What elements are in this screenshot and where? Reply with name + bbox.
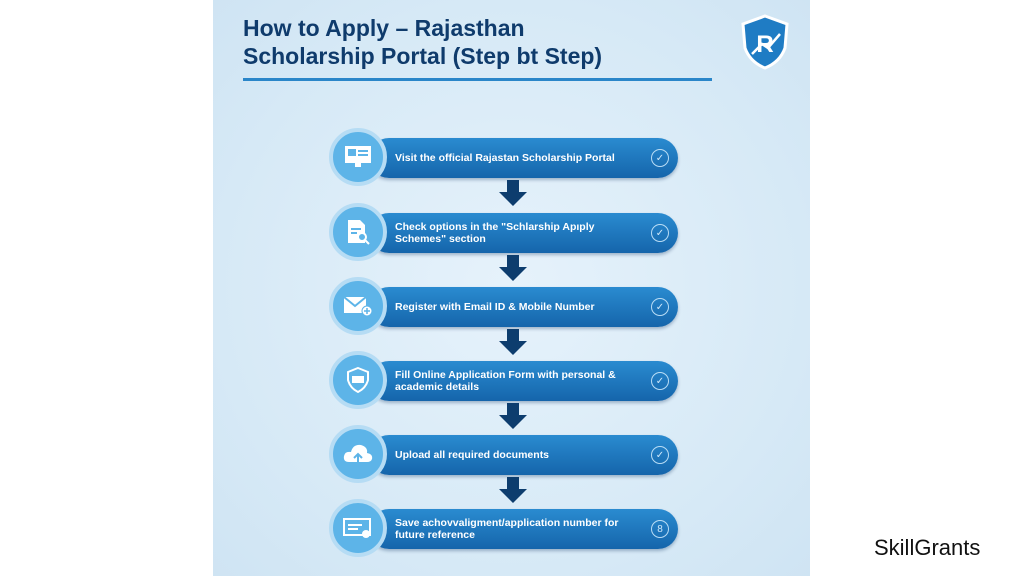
step-4: Fill Online Application Form with person… — [329, 351, 679, 409]
step-bar — [369, 213, 678, 253]
check-icon: ✓ — [651, 298, 669, 316]
infographic: How to Apply – Rajasthan Scholarship Por… — [213, 0, 810, 576]
step-text: Fill Online Application Form with person… — [395, 369, 616, 393]
step-bar — [369, 138, 678, 178]
email-add-icon — [329, 277, 387, 335]
step-2: Check options in the "Schlarship Apıply … — [329, 203, 679, 261]
shield-form-icon — [329, 351, 387, 409]
step-1: Visit the official Rajastan Scholarship … — [329, 128, 679, 186]
arrow-down-icon — [499, 329, 527, 355]
title-line-1: How to Apply – Rajasthan — [243, 15, 525, 41]
title-underline — [243, 78, 712, 81]
shield-logo-icon: R — [741, 14, 789, 70]
brand-watermark: SkillGrants — [874, 535, 981, 560]
page-title: How to Apply – Rajasthan Scholarship Por… — [243, 14, 602, 70]
check-icon: ✓ — [651, 372, 669, 390]
arrow-down-icon — [499, 477, 527, 503]
check-icon: ✓ — [651, 446, 669, 464]
arrow-down-icon — [499, 255, 527, 281]
arrow-down-icon — [499, 403, 527, 429]
step-text: Check options in the "Schlarship Apıply … — [395, 221, 595, 245]
certificate-icon — [329, 499, 387, 557]
title-line-2: Scholarship Portal (Step bt Step) — [243, 43, 603, 69]
step-number-badge: 8 — [651, 520, 669, 538]
step-5: Upload all required documents ✓ — [329, 425, 679, 483]
step-text: Save achovvaligment/application number f… — [395, 517, 619, 541]
cloud-upload-icon — [329, 425, 387, 483]
step-text: Register with Email ID & Mobile Number — [395, 301, 595, 313]
step-text: Visit the official Rajastan Scholarship … — [395, 152, 615, 164]
step-6: Save achovvaligment/application number f… — [329, 499, 679, 557]
check-icon: ✓ — [651, 149, 669, 167]
step-text: Upload all required documents — [395, 449, 550, 461]
monitor-icon — [329, 128, 387, 186]
step-bar — [369, 435, 678, 475]
arrow-down-icon — [499, 180, 527, 206]
step-bar — [369, 509, 678, 549]
check-icon: ✓ — [651, 224, 669, 242]
step-bar — [369, 287, 678, 327]
step-3: Register with Email ID & Mobile Number ✓ — [329, 277, 679, 335]
step-bar — [369, 361, 678, 401]
document-search-icon — [329, 203, 387, 261]
